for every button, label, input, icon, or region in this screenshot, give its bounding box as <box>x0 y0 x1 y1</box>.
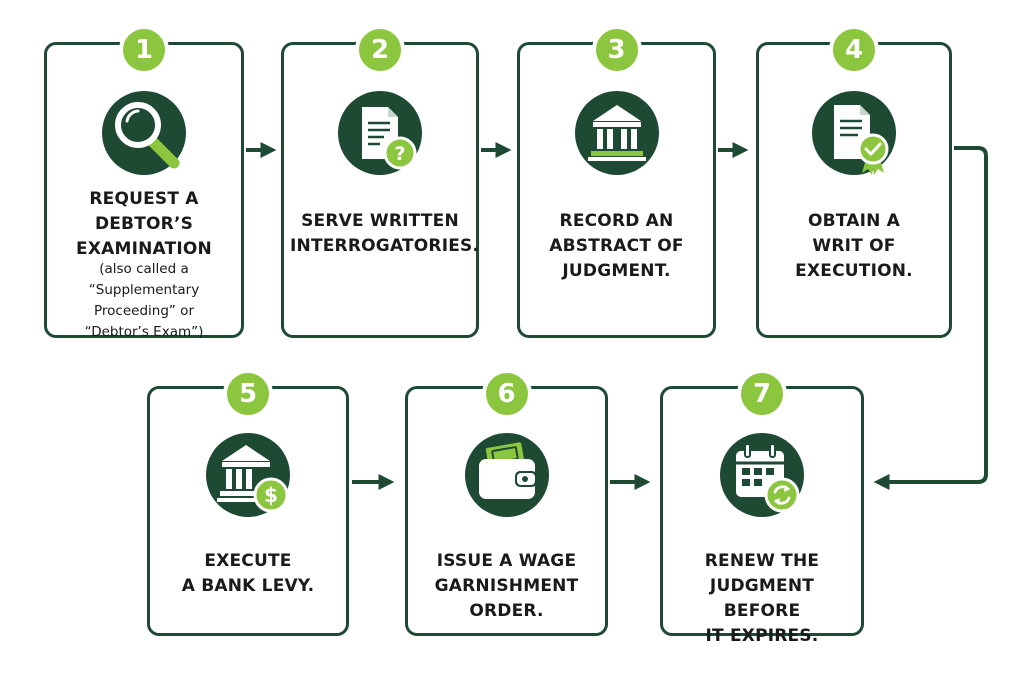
step-title: OBTAIN A WRIT OF EXECUTION. <box>795 211 913 281</box>
step-title: SERVE WRITTEN INTERROGATORIES. <box>290 211 480 256</box>
step-number-badge: 7 <box>737 369 787 419</box>
step-title: REQUEST A DEBTOR’S EXAMINATION <box>76 189 212 259</box>
step-card-7: 7 RENEW THE JUDGMENT BEFORE <box>660 369 864 646</box>
step-card-5: 5 $ EXECUTE A BANK LEVY. <box>147 369 349 636</box>
document-question-icon: ? <box>334 87 426 179</box>
courthouse-icon <box>571 87 663 179</box>
wallet-icon <box>461 429 553 521</box>
step-title: RECORD AN ABSTRACT OF JUDGMENT. <box>549 211 684 281</box>
step-number-badge: 3 <box>591 25 642 75</box>
step-number-badge: 5 <box>223 369 273 419</box>
step-title: ISSUE A WAGE GARNISHMENT ORDER. <box>434 551 579 621</box>
bank-dollar-icon: $ <box>202 429 294 521</box>
calendar-renew-icon <box>716 429 808 521</box>
step-number-badge: 6 <box>481 369 532 419</box>
svg-text:?: ? <box>394 143 405 165</box>
step-number-badge: 4 <box>829 25 879 75</box>
step-subtitle: (also called a “Supplementary Proceeding… <box>84 261 204 340</box>
step-card-1: 1 REQUEST A DEBTOR’S EXAMINATION (also c… <box>44 25 244 340</box>
magnifying-glass-icon <box>98 87 190 179</box>
certified-document-icon <box>808 87 900 179</box>
step-number-badge: 2 <box>355 25 405 75</box>
step-title: EXECUTE A BANK LEVY. <box>181 551 315 596</box>
step-number-badge: 1 <box>119 25 169 75</box>
step-card-2: 2 ? SERVE WRITTEN INTERROGATORIES. <box>281 25 480 338</box>
step-title: RENEW THE JUDGMENT BEFORE IT EXPIRES. <box>704 551 820 646</box>
step-card-3: 3 RECORD AN ABSTRACT OF JUDGMENT. <box>517 25 716 338</box>
step-card-4: 4 OBTAIN A WRIT OF EXECUTION. <box>756 25 952 338</box>
step-card-6: 6 ISSUE A WAGE GARNISHMENT ORDER. <box>405 369 608 636</box>
arrow-4-to-7 <box>873 146 988 490</box>
svg-text:$: $ <box>264 483 278 507</box>
